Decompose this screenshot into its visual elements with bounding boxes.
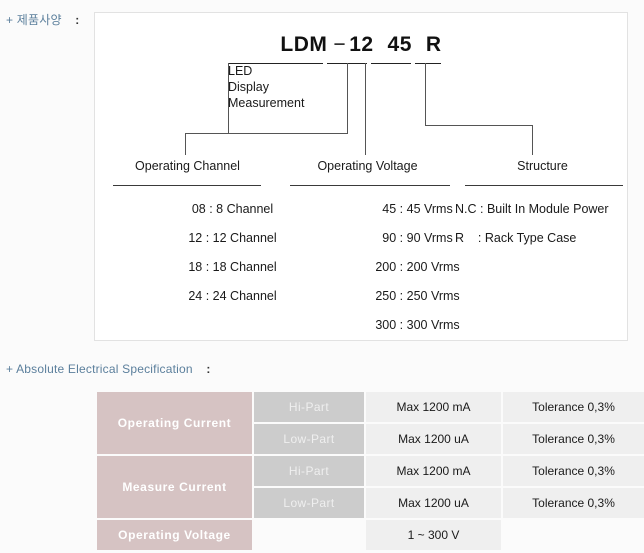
category-operating-voltage: Operating Voltage <box>317 159 418 173</box>
model-code-channel: 12 <box>349 33 374 56</box>
option-list-channel: 08 : 8 Channel 12 : 12 Channel 18 : 18 C… <box>135 195 330 311</box>
value-cell: Max 1200 mA <box>366 392 501 422</box>
bracket-structure-horizontal <box>425 125 533 126</box>
list-item: 12 : 12 Channel <box>188 231 277 245</box>
model-code-expansion: LED Display Measurement <box>228 63 304 111</box>
tolerance-cell: Tolerance 0,3% <box>503 392 644 422</box>
bracket-channel-drop <box>347 63 348 133</box>
category-rule-channel <box>113 185 261 186</box>
list-item: 300 : 300 Vrms <box>375 318 460 332</box>
bracket-prefix-left-vertical <box>228 63 229 133</box>
list-item: 200 : 200 Vrms <box>375 260 460 274</box>
option-list-voltage: 45 : 45 Vrms 90 : 90 Vrms 200 : 200 Vrms… <box>320 195 515 340</box>
underline-prefix <box>228 63 323 64</box>
row-label-operating-voltage: Operating Voltage <box>97 520 252 550</box>
tolerance-cell: Tolerance 0,3% <box>503 456 644 486</box>
model-code-prefix: LDM <box>280 33 328 56</box>
list-item: 250 : 250 Vrms <box>375 289 460 303</box>
option-list-structure: N.C : Built In Module Power R : Rack Typ… <box>455 195 630 253</box>
expansion-line-2: Display <box>228 80 269 94</box>
list-item: 45 : 45 Vrms <box>382 202 453 216</box>
part-cell: Low-Part <box>254 424 364 454</box>
list-item: 90 : 90 Vrms <box>382 231 453 245</box>
table-row: Operating Current Hi-Part Max 1200 mA To… <box>97 392 644 454</box>
absolute-spec-title: Absolute Electrical Specification <box>16 362 193 376</box>
value-cell: Max 1200 uA <box>366 488 501 518</box>
product-code-diagram: LDM−12 45 R LED Display Measurement Operat… <box>94 12 628 341</box>
model-code-dash: − <box>333 33 347 56</box>
tolerance-cell: Tolerance 0,3% <box>503 488 644 518</box>
product-spec-title: 제품사양 <box>16 13 62 27</box>
table-row: Operating Voltage 1 ~ 300 V <box>97 520 644 550</box>
bracket-channel-stem <box>185 133 186 155</box>
underline-structure <box>415 63 441 64</box>
absolute-spec-colon: : <box>206 362 211 376</box>
row-label-operating-current: Operating Current <box>97 392 252 454</box>
part-cell-empty <box>254 520 364 550</box>
bracket-structure-drop <box>425 63 426 125</box>
part-cell: Low-Part <box>254 488 364 518</box>
absolute-spec-section-header: + Absolute Electrical Specification : <box>6 362 211 376</box>
value-cell: 1 ~ 300 V <box>366 520 501 550</box>
list-item: R : Rack Type Case <box>455 231 577 245</box>
list-item: 18 : 18 Channel <box>188 260 277 274</box>
tolerance-cell: Tolerance 0,3% <box>503 424 644 454</box>
product-spec-colon: : <box>75 13 80 27</box>
tolerance-cell-empty <box>503 520 644 550</box>
row-label-measure-current: Measure Current <box>97 456 252 518</box>
list-item: 24 : 24 Channel <box>188 289 277 303</box>
category-operating-channel: Operating Channel <box>135 159 240 173</box>
table-row: Low-Part Max 1200 uA Tolerance 0,3% <box>97 424 644 454</box>
underline-voltage <box>371 63 411 64</box>
category-rule-structure <box>465 185 623 186</box>
table-row: Low-Part Max 1200 uA Tolerance 0,3% <box>97 488 644 518</box>
bracket-voltage-stem <box>365 63 366 155</box>
part-cell: Hi-Part <box>254 392 364 422</box>
absolute-spec-plus-icon[interactable]: + <box>6 362 14 376</box>
list-item: N.C : Built In Module Power <box>455 202 609 216</box>
bracket-structure-stem <box>532 125 533 155</box>
bracket-channel-horizontal <box>185 133 348 134</box>
expansion-line-1: LED <box>228 64 253 78</box>
category-structure: Structure <box>517 159 568 173</box>
value-cell: Max 1200 mA <box>366 456 501 486</box>
part-cell: Hi-Part <box>254 456 364 486</box>
model-code-voltage: 45 <box>387 33 412 56</box>
table-row: Measure Current Hi-Part Max 1200 mA Tole… <box>97 456 644 518</box>
category-rule-voltage <box>290 185 450 186</box>
expansion-line-3: Measurement <box>228 96 305 110</box>
product-spec-plus-icon[interactable]: + <box>6 13 14 27</box>
list-item: 08 : 8 Channel <box>191 202 274 216</box>
model-code-line: LDM−12 45 R <box>95 33 627 57</box>
electrical-spec-table: Operating Current Hi-Part Max 1200 mA To… <box>95 390 644 552</box>
product-spec-section-header: + 제품사양 : <box>6 11 79 28</box>
value-cell: Max 1200 uA <box>366 424 501 454</box>
model-code-structure: R <box>425 33 442 56</box>
